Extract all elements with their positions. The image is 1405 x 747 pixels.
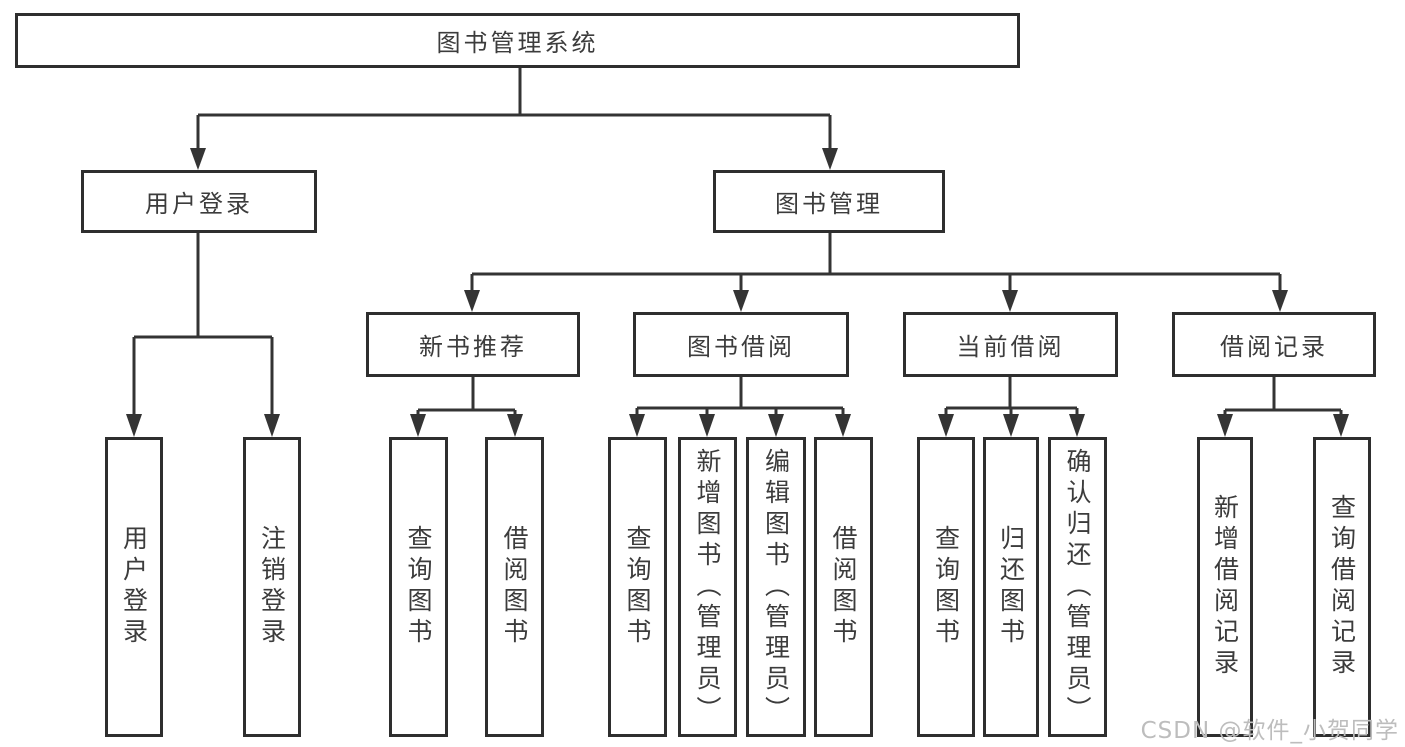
node-user-login: 用户登录 bbox=[81, 170, 317, 233]
node-query-borrow-record-label: 查询借阅记录 bbox=[1327, 494, 1357, 680]
arrow-down-icon bbox=[1069, 414, 1085, 437]
node-return-books-label: 归还图书 bbox=[996, 525, 1026, 649]
node-logout-action: 注销登录 bbox=[243, 437, 301, 737]
connector-book-management-children bbox=[464, 233, 1288, 312]
node-query-books-recommend-label: 查询图书 bbox=[404, 525, 433, 649]
node-borrow-books-action-label: 借阅图书 bbox=[829, 525, 858, 649]
arrow-down-icon bbox=[629, 414, 645, 437]
arrow-down-icon bbox=[733, 290, 749, 312]
node-new-book-recommend-label: 新书推荐 bbox=[419, 333, 527, 361]
node-confirm-return-admin-label: 确认归还（管理员） bbox=[1063, 447, 1092, 727]
node-borrow-records: 借阅记录 bbox=[1172, 312, 1376, 377]
arrow-down-icon bbox=[835, 414, 851, 437]
node-user-login-action: 用户登录 bbox=[105, 437, 163, 737]
arrow-down-icon bbox=[1002, 290, 1018, 312]
node-current-borrow-label: 当前借阅 bbox=[956, 333, 1065, 361]
node-return-books: 归还图书 bbox=[983, 437, 1039, 737]
arrow-down-icon bbox=[264, 414, 280, 437]
arrow-down-icon bbox=[1003, 414, 1019, 437]
arrow-down-icon bbox=[1217, 414, 1233, 437]
node-logout-action-label: 注销登录 bbox=[257, 525, 287, 649]
node-current-borrow: 当前借阅 bbox=[903, 312, 1118, 377]
node-add-borrow-record-label: 新增借阅记录 bbox=[1210, 494, 1240, 680]
node-query-books-borrow: 查询图书 bbox=[608, 437, 667, 737]
node-edit-books-admin: 编辑图书（管理员） bbox=[746, 437, 806, 737]
connector-book-borrow-children bbox=[629, 377, 851, 437]
node-borrow-records-label: 借阅记录 bbox=[1220, 333, 1328, 361]
node-user-login-label: 用户登录 bbox=[145, 190, 253, 218]
arrow-down-icon bbox=[822, 148, 838, 170]
node-add-books-admin: 新增图书（管理员） bbox=[678, 437, 737, 737]
arrow-down-icon bbox=[190, 148, 206, 170]
node-borrow-books-action: 借阅图书 bbox=[814, 437, 873, 737]
csdn-watermark: CSDN @软件_小贺同学 bbox=[1140, 718, 1399, 744]
arrow-down-icon bbox=[410, 414, 426, 437]
arrow-down-icon bbox=[1333, 414, 1349, 437]
node-book-borrow: 图书借阅 bbox=[633, 312, 849, 377]
node-root-label: 图书管理系统 bbox=[436, 29, 599, 57]
node-borrow-books-recommend: 借阅图书 bbox=[485, 437, 544, 737]
node-confirm-return-admin: 确认归还（管理员） bbox=[1048, 437, 1107, 737]
node-book-management-label: 图书管理 bbox=[775, 190, 883, 218]
arrow-down-icon bbox=[1272, 290, 1288, 312]
node-add-books-admin-label: 新增图书（管理员） bbox=[693, 447, 722, 727]
node-query-books-borrow-label: 查询图书 bbox=[623, 525, 652, 649]
arrow-down-icon bbox=[768, 414, 784, 437]
arrow-down-icon bbox=[464, 290, 480, 312]
node-book-borrow-label: 图书借阅 bbox=[687, 333, 795, 361]
connector-user-login-children bbox=[126, 233, 280, 437]
node-query-books-current: 查询图书 bbox=[917, 437, 975, 737]
node-query-books-current-label: 查询图书 bbox=[931, 525, 961, 649]
connector-current-borrow-children bbox=[938, 377, 1085, 437]
node-add-borrow-record: 新增借阅记录 bbox=[1197, 437, 1253, 737]
node-book-management: 图书管理 bbox=[713, 170, 945, 233]
arrow-down-icon bbox=[126, 414, 142, 437]
connector-new-book-recommend-children bbox=[410, 377, 523, 437]
node-borrow-books-recommend-label: 借阅图书 bbox=[500, 525, 529, 649]
node-root: 图书管理系统 bbox=[15, 13, 1020, 68]
node-query-books-recommend: 查询图书 bbox=[389, 437, 448, 737]
node-user-login-action-label: 用户登录 bbox=[119, 525, 149, 649]
connector-borrow-records-children bbox=[1217, 377, 1349, 437]
arrow-down-icon bbox=[507, 414, 523, 437]
arrow-down-icon bbox=[938, 414, 954, 437]
arrow-down-icon bbox=[699, 414, 715, 437]
node-query-borrow-record: 查询借阅记录 bbox=[1313, 437, 1371, 737]
node-new-book-recommend: 新书推荐 bbox=[366, 312, 580, 377]
node-edit-books-admin-label: 编辑图书（管理员） bbox=[761, 447, 791, 727]
connector-root-to-level2 bbox=[190, 68, 838, 170]
